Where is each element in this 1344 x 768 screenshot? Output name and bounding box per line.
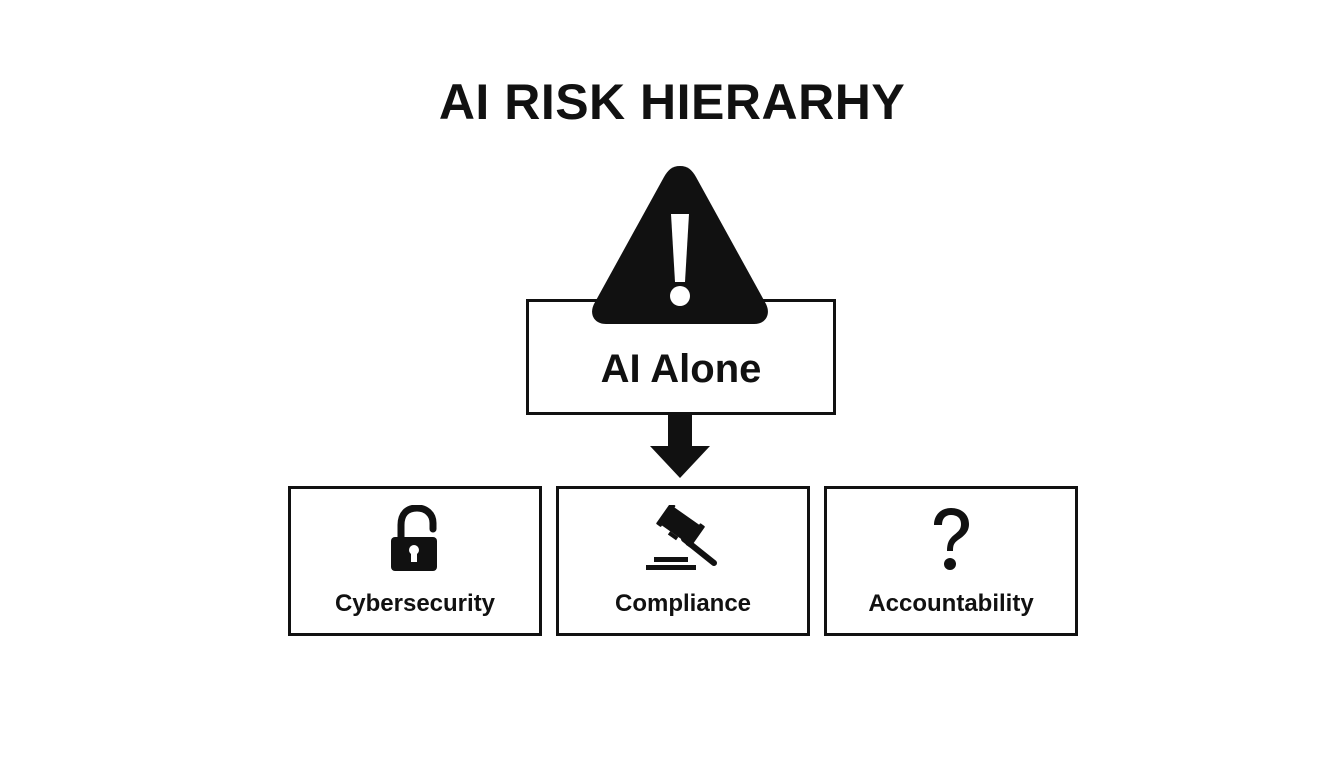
question-mark-icon bbox=[934, 508, 969, 570]
diagram-title: AI RISK HIERARHY bbox=[438, 74, 906, 130]
gavel-icon bbox=[646, 505, 717, 570]
warning-triangle-icon bbox=[592, 166, 768, 324]
child-node-compliance: Compliance bbox=[556, 486, 810, 636]
child-node-label: Accountability bbox=[868, 590, 1034, 617]
child-node-cybersecurity: Cybersecurity bbox=[288, 486, 542, 636]
top-node-label: AI Alone bbox=[600, 347, 762, 391]
arrow-down-icon bbox=[650, 414, 710, 478]
child-node-label: Cybersecurity bbox=[334, 590, 496, 617]
child-node-label: Compliance bbox=[614, 590, 752, 617]
child-node-accountability: Accountability bbox=[824, 486, 1078, 636]
unlocked-padlock-icon bbox=[391, 505, 437, 571]
